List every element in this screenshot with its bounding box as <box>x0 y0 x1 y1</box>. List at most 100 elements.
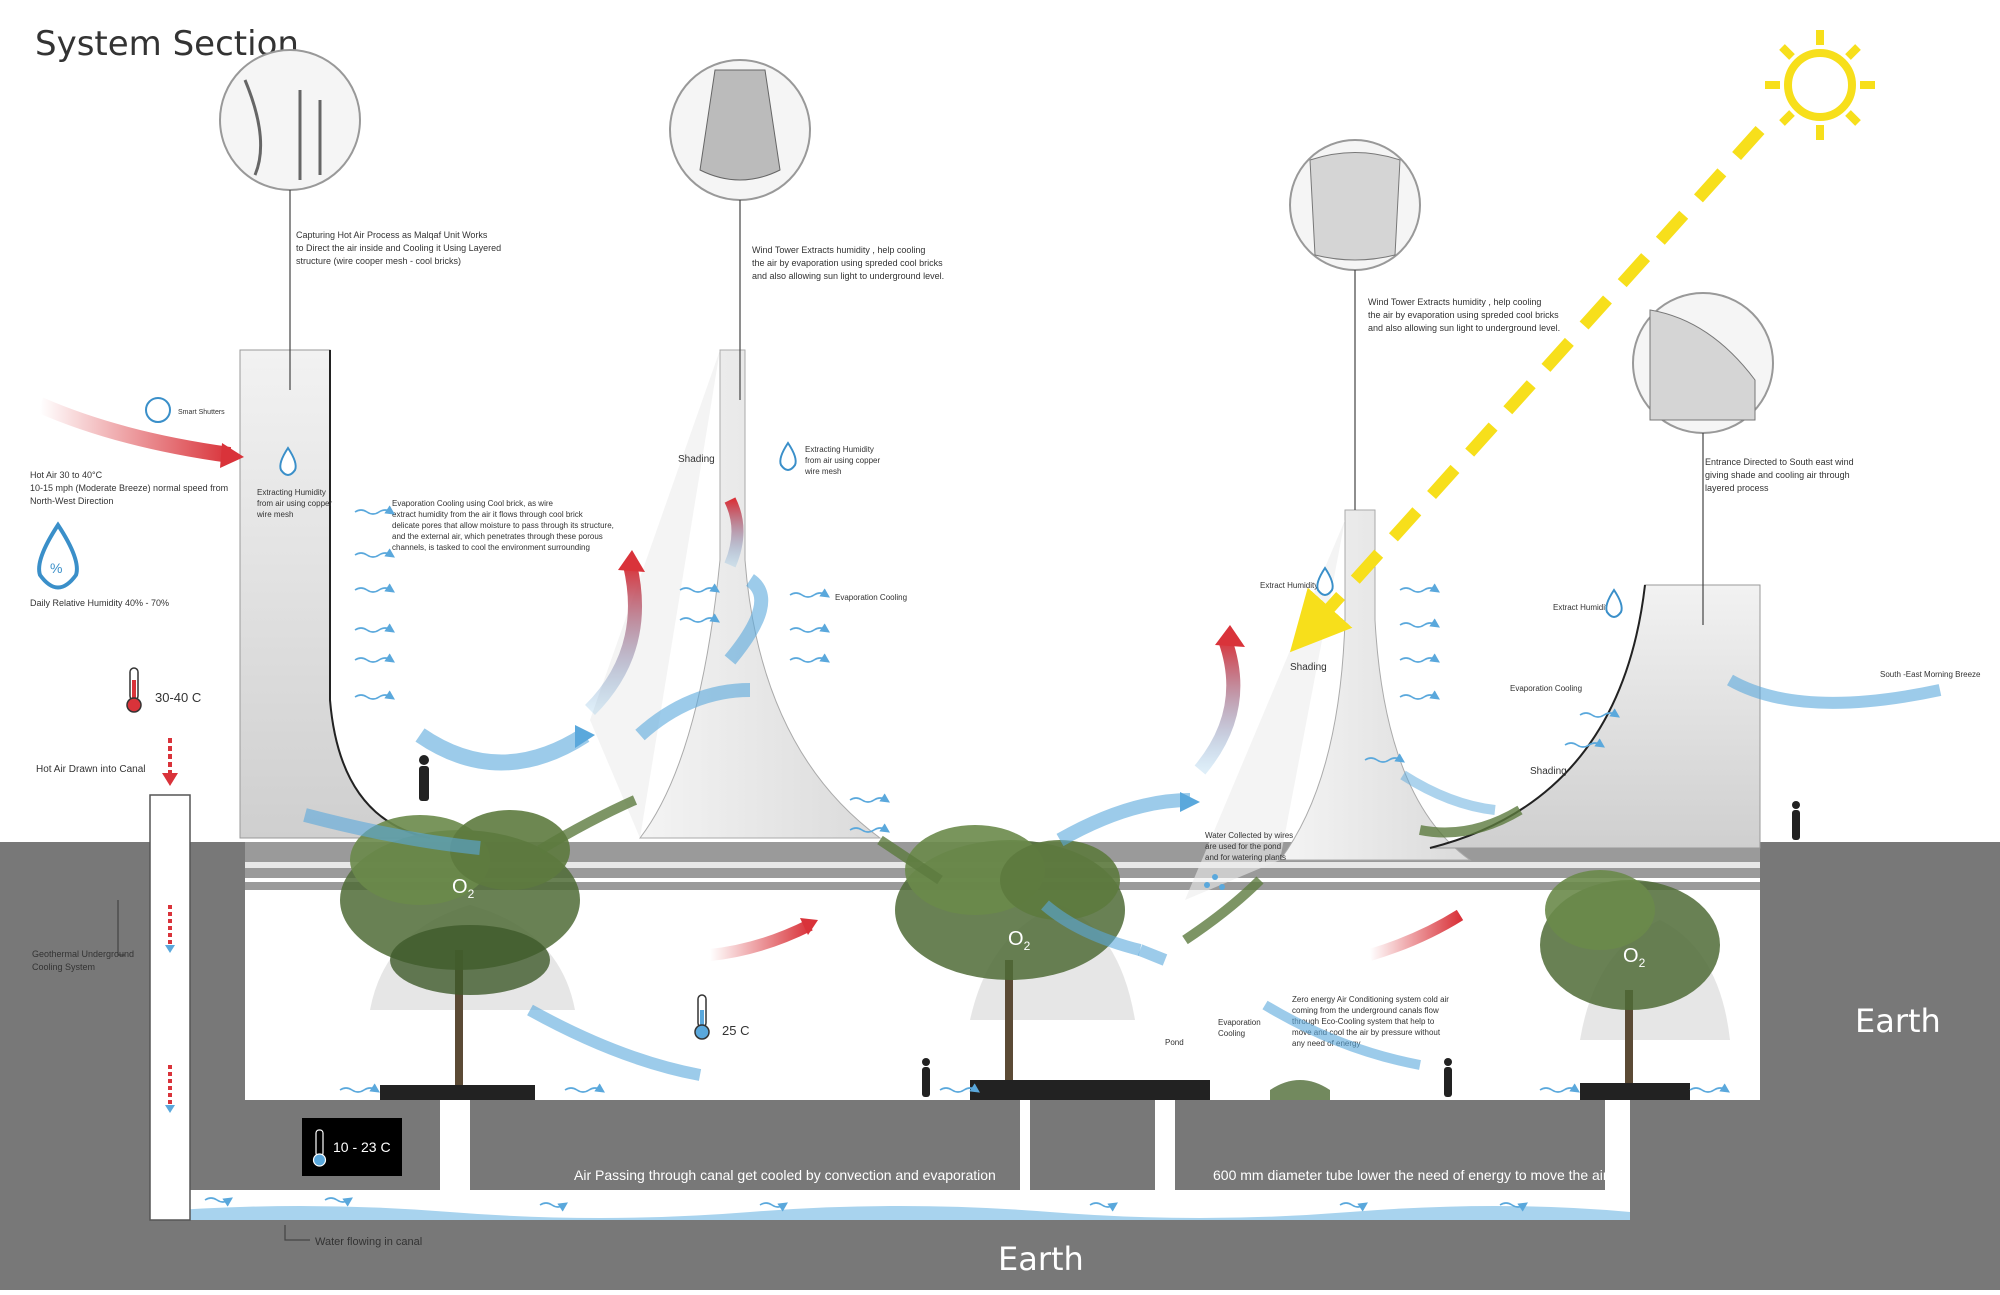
tree-icon <box>340 810 580 1095</box>
cool-airflow-arrow <box>1041 900 1142 956</box>
cool-airflow-arrow <box>635 683 751 741</box>
shading-label-2: Shading <box>1290 662 1327 673</box>
malqaf-detail-circle <box>219 49 361 191</box>
o2-label-1: O2 <box>452 876 475 901</box>
tower1-callout-1: Wind Tower Extracts humidity , help cool… <box>752 245 925 255</box>
cool-airflow-arrow <box>527 1004 702 1081</box>
wind-tower-1 <box>638 349 882 839</box>
evap-cooling-label-1: Evaporation Cooling <box>835 593 907 602</box>
cool-airflow-arrow <box>1400 770 1496 815</box>
smart-shutters-label: Smart Shutters <box>178 409 225 416</box>
cool-airflow-arrow <box>1056 793 1191 847</box>
humidity-drop-icon <box>779 441 797 471</box>
cool-airflow-arrow <box>1727 674 1942 709</box>
person-silhouette-icon <box>419 755 429 801</box>
extracting-left-3: wire mesh <box>256 510 293 519</box>
south-east-label: South -East Morning Breeze <box>1880 670 1981 679</box>
extracting-mid-2: from air using copper <box>805 456 880 465</box>
tower2-callout-1: Wind Tower Extracts humidity , help cool… <box>1368 297 1541 307</box>
zero-energy-4: move and cool the air by pressure withou… <box>1292 1028 1441 1037</box>
evap-cooling-label-2: Evaporation Cooling <box>1510 684 1582 693</box>
water-collected-2: are used for the pond <box>1205 842 1281 851</box>
evap-text-4: and the external air, which penetrates t… <box>392 532 603 541</box>
zero-energy-2: coming from the underground canals flow <box>1292 1006 1439 1015</box>
evap-cooling-2a: Evaporation <box>1218 1018 1261 1027</box>
svg-text:%: % <box>50 560 62 576</box>
earth-right-label: Earth <box>1855 1002 1941 1040</box>
shading-label-3: Shading <box>1530 766 1567 777</box>
hot-airflow-arrow <box>1368 909 1464 961</box>
water-drops <box>1204 874 1225 890</box>
temp-low-label: 10 - 23 C <box>333 1139 391 1155</box>
evap-text-5: channels, is tasked to cool the environm… <box>392 543 590 552</box>
pond-label: Pond <box>1165 1038 1184 1047</box>
hot-airflow-arrow <box>709 919 813 961</box>
tree-icon <box>1540 870 1720 1095</box>
hot-air-line-2: 10-15 mph (Moderate Breeze) normal speed… <box>30 483 228 493</box>
hot-airflow-arrow <box>724 497 744 568</box>
water-collected-1: Water Collected by wires <box>1205 831 1293 840</box>
extracting-left-1: Extracting Humidity <box>257 488 326 497</box>
evap-cooling-2b: Cooling <box>1218 1029 1245 1038</box>
earth-bottom-label: Earth <box>998 1240 1084 1278</box>
canal-text-2: 600 mm diameter tube lower the need of e… <box>1213 1167 1608 1183</box>
cool-airflow-arrow <box>415 728 590 771</box>
malqaf-callout-3: structure (wire cooper mesh - cool brick… <box>296 256 461 266</box>
wind-tower-2 <box>1279 509 1472 861</box>
canal-text-1: Air Passing through canal get cooled by … <box>574 1167 996 1183</box>
hot-air-line-1: Hot Air 30 to 40°C <box>30 470 103 480</box>
entrance-callout-1: Entrance Directed to South east wind <box>1705 457 1854 467</box>
malqaf-callout-1: Capturing Hot Air Process as Malqaf Unit… <box>296 230 488 240</box>
hot-airflow-arrow <box>585 563 642 715</box>
thermometer-icon <box>312 1129 327 1167</box>
smart-shutter-icon <box>145 397 171 423</box>
water-flowing-label: Water flowing in canal <box>315 1236 422 1248</box>
shading-label-1: Shading <box>678 454 715 465</box>
temp-mid-label: 25 C <box>722 1023 749 1038</box>
hot-air-drawn-label: Hot Air Drawn into Canal <box>36 764 146 775</box>
evap-text-3: delicate pores that allow moisture to pa… <box>392 521 614 530</box>
evap-text-2: extract humidity from the air it flows t… <box>392 510 584 519</box>
tower2-callout-3: and also allowing sun light to undergrou… <box>1368 323 1560 333</box>
humidity-drop-icon <box>279 446 297 476</box>
person-silhouette-icon <box>1792 801 1800 840</box>
thermometer-icon <box>694 994 710 1040</box>
humidity-drop-icon <box>1605 588 1623 618</box>
tree-icon <box>895 825 1125 1095</box>
extract-humidity-2: Extract Humidity <box>1553 603 1611 612</box>
humidity-drop-icon: % <box>37 521 79 590</box>
extracting-mid-3: wire mesh <box>804 467 841 476</box>
o2-label-2: O2 <box>1008 928 1031 953</box>
person-silhouette-icon <box>1444 1058 1452 1097</box>
extracting-left-2: from air using copper <box>257 499 332 508</box>
sun-icon <box>1765 30 1875 140</box>
hot-air-arrow <box>36 397 232 463</box>
cool-airflow-arrow <box>724 574 769 665</box>
page-title: System Section <box>35 24 299 64</box>
cool-airflow-arrow <box>1262 1000 1421 1070</box>
malqaf-callout-2: to Direct the air inside and Cooling it … <box>296 243 501 253</box>
tower2-callout-2: the air by evaporation using spreded coo… <box>1368 310 1559 320</box>
evap-text-1: Evaporation Cooling using Cool brick, as… <box>392 499 554 508</box>
extract-humidity-1: Extract Humidity <box>1260 581 1318 590</box>
tower1-callout-3: and also allowing sun light to undergrou… <box>752 271 944 281</box>
entrance-callout-2: giving shade and cooling air through <box>1705 470 1850 480</box>
zero-energy-1: Zero energy Air Conditioning system cold… <box>1292 995 1449 1004</box>
humidity-range-label: Daily Relative Humidity 40% - 70% <box>30 598 169 608</box>
tower1-callout-2: the air by evaporation using spreded coo… <box>752 258 943 268</box>
geothermal-label-2: Cooling System <box>32 962 95 972</box>
malqaf-tower <box>239 349 431 839</box>
hot-air-line-3: North-West Direction <box>30 496 113 506</box>
temp-hot-label: 30-40 C <box>155 690 201 705</box>
person-silhouette-icon <box>922 1058 930 1097</box>
geothermal-shaft <box>149 794 191 1221</box>
geothermal-label-1: Geothermal Underground <box>32 949 134 959</box>
thermometer-icon <box>126 667 142 713</box>
hot-airflow-arrow <box>1194 637 1241 775</box>
water-collected-3: and for watering plants <box>1205 853 1286 862</box>
cool-airflow-arrow <box>303 808 481 855</box>
o2-label-3: O2 <box>1623 945 1646 970</box>
zero-energy-3: through Eco-Cooling system that help to <box>1292 1017 1435 1026</box>
